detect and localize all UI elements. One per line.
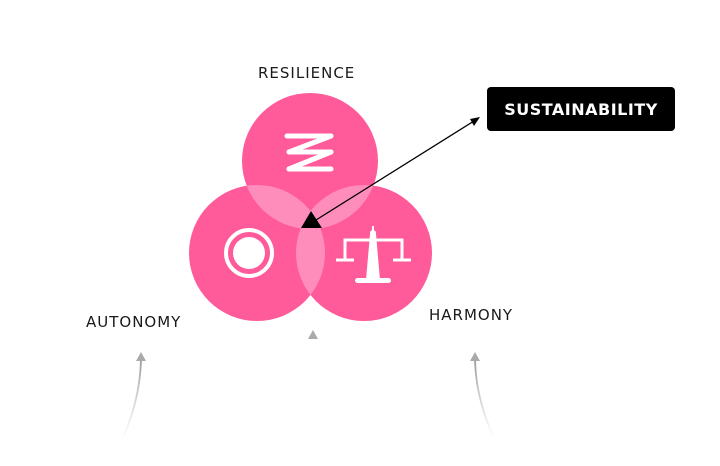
sustainability-callout: SUSTAINABILITY [487, 87, 675, 131]
concentric-circle-icon [224, 228, 274, 278]
harmony-label: HARMONY [429, 306, 514, 324]
resilience-label: RESILIENCE [258, 64, 356, 82]
bottom-arrows [121, 330, 496, 441]
callout-arrow [301, 117, 480, 228]
balance-scale-icon [336, 226, 411, 283]
autonomy-up-arrow [121, 359, 142, 441]
overlap-regions [242, 185, 378, 321]
harmony-up-arrow [474, 359, 496, 441]
autonomy-label: AUTONOMY [86, 313, 182, 331]
spring-zigzag-icon [284, 133, 334, 172]
